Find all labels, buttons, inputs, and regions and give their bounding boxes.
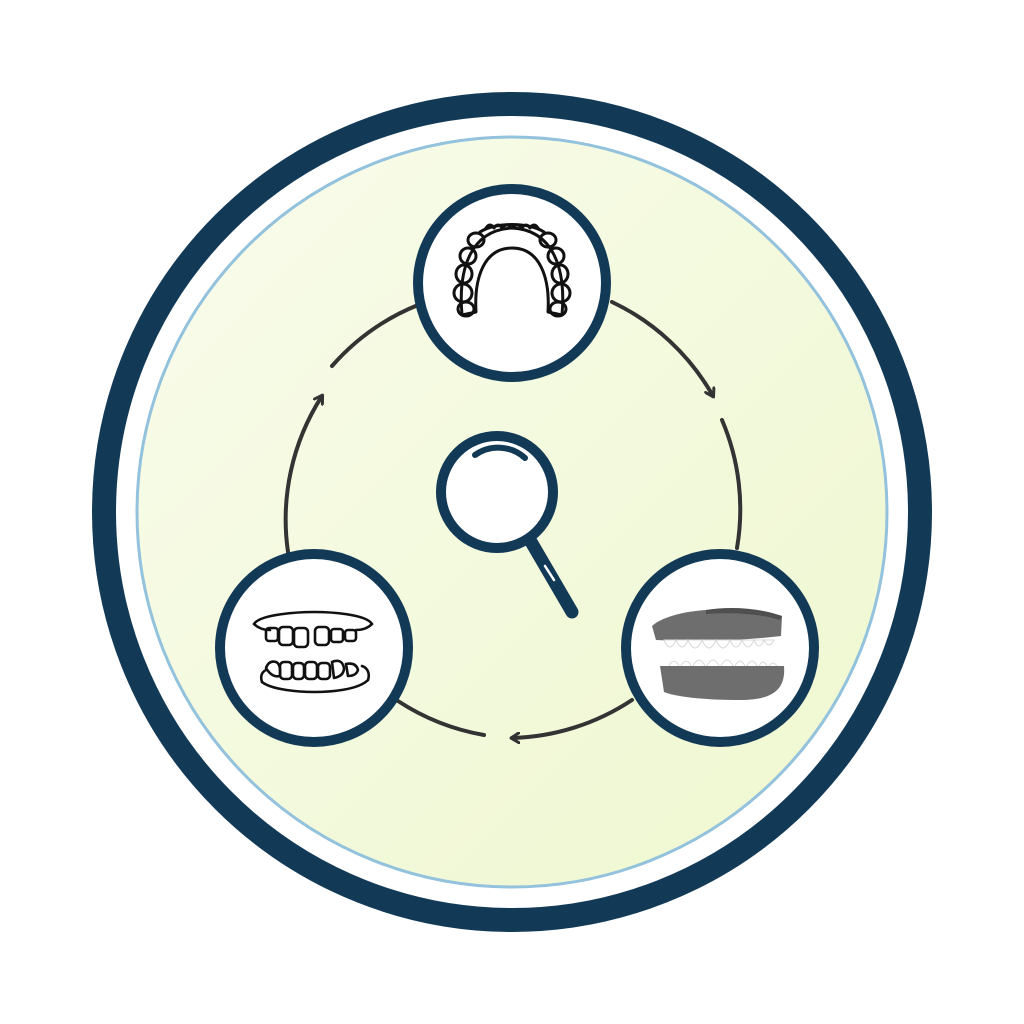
palatal-denture-icon [452, 223, 572, 318]
arrow-top-to-right [610, 300, 713, 396]
magnifying-glass-icon [436, 431, 579, 619]
arrow-top-arc [330, 303, 420, 368]
crooked-teeth-icon [252, 610, 374, 694]
arrow-bottom-arc [396, 699, 486, 737]
full-denture-icon [652, 608, 785, 700]
cycle-arrows [283, 300, 743, 738]
arrow-right-to-bottom [512, 698, 634, 738]
arrow-left-to-top [283, 396, 322, 554]
node-bottom-left [215, 549, 413, 747]
node-bottom-right [621, 549, 819, 747]
node-top [413, 184, 611, 382]
arrow-right-arc [720, 418, 743, 550]
